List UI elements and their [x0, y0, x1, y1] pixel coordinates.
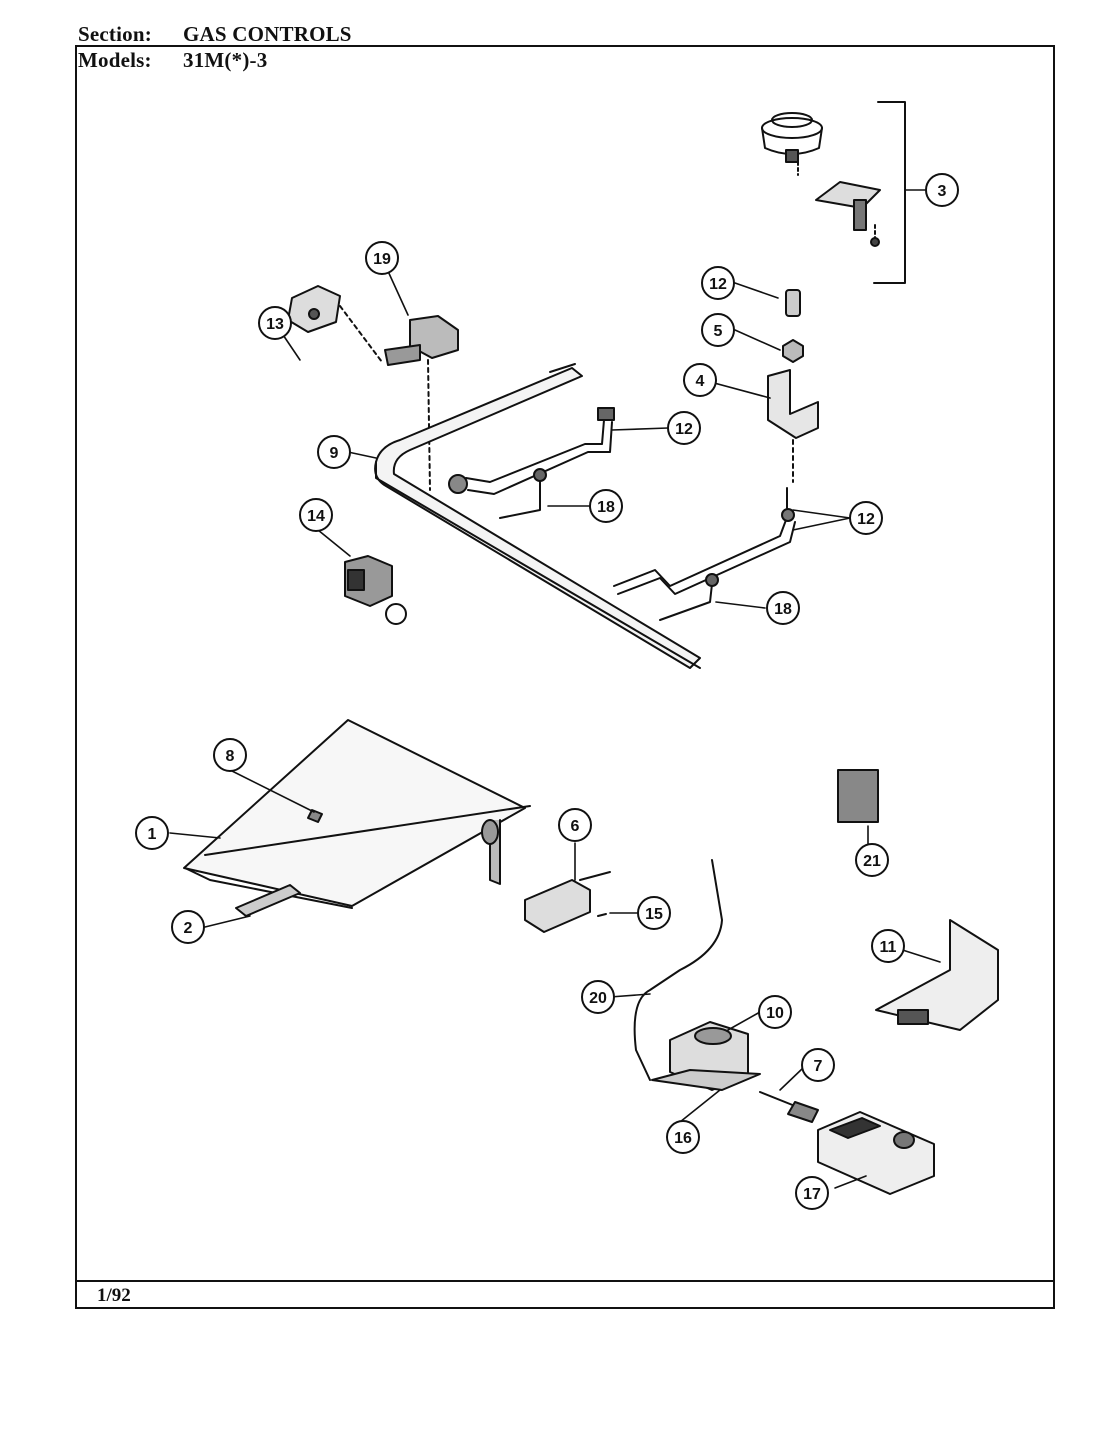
- callout-12: 12: [849, 501, 883, 535]
- callout-15: 15: [637, 896, 671, 930]
- callout-number: 5: [714, 323, 723, 340]
- callout-circle: [766, 591, 800, 625]
- callout-circle: [795, 1176, 829, 1210]
- callout-13: 13: [258, 306, 292, 340]
- spark-module: [524, 871, 611, 933]
- callout-20: 20: [581, 980, 615, 1014]
- orifice-bracket: [767, 289, 819, 483]
- callout-21: 21: [855, 843, 889, 877]
- callout-number: 2: [184, 920, 193, 937]
- callout-circle: [758, 995, 792, 1029]
- callout-circle: [258, 306, 292, 340]
- models-value: 31M(*)-3: [183, 48, 268, 72]
- callout-circle: [801, 1048, 835, 1082]
- callout-circle: [558, 808, 592, 842]
- callout-14: 14: [299, 498, 333, 532]
- regulator-assembly: [633, 859, 935, 1195]
- callout-number: 7: [814, 1058, 823, 1075]
- callout-2: 2: [171, 910, 205, 944]
- callout-12: 12: [701, 266, 735, 300]
- callout-circle: [701, 313, 735, 347]
- section-label: Section:: [78, 22, 152, 46]
- callout-number: 13: [266, 316, 284, 333]
- callout-circle: [637, 896, 671, 930]
- callout-circle: [213, 738, 247, 772]
- callout-circle: [299, 498, 333, 532]
- callout-10: 10: [758, 995, 792, 1029]
- callout-circle: [667, 411, 701, 445]
- callout-17: 17: [795, 1176, 829, 1210]
- callout-number: 17: [803, 1186, 821, 1203]
- callout-number: 12: [857, 511, 875, 528]
- callout-number: 18: [597, 499, 615, 516]
- callout-circle: [135, 816, 169, 850]
- footer-date: 1/92: [97, 1285, 131, 1306]
- relay-part-21: [837, 769, 879, 823]
- callout-number: 16: [674, 1130, 692, 1147]
- leader-lines: [169, 189, 941, 1189]
- models-label: Models:: [78, 48, 152, 72]
- callout-1: 1: [135, 816, 169, 850]
- footer-rule: [75, 1280, 1055, 1282]
- callout-16: 16: [666, 1120, 700, 1154]
- diagram-frame: [75, 45, 1055, 1309]
- callout-number: 14: [307, 508, 325, 525]
- callout-number: 15: [645, 906, 663, 923]
- gas-tubes: [448, 407, 796, 621]
- igniter-part-14: [344, 555, 407, 625]
- callout-circle: [871, 929, 905, 963]
- section-value: GAS CONTROLS: [183, 22, 352, 46]
- callout-number: 12: [709, 276, 727, 293]
- callout-number: 9: [330, 445, 339, 462]
- callout-19: 19: [365, 241, 399, 275]
- callout-circle: [683, 363, 717, 397]
- callout-11: 11: [871, 929, 905, 963]
- callout-3: 3: [925, 173, 959, 207]
- callout-18: 18: [766, 591, 800, 625]
- callout-number: 8: [226, 748, 235, 765]
- callout-circle: [666, 1120, 700, 1154]
- callout-6: 6: [558, 808, 592, 842]
- callout-7: 7: [801, 1048, 835, 1082]
- callout-number: 18: [774, 601, 792, 618]
- callout-circle: [701, 266, 735, 300]
- callout-8: 8: [213, 738, 247, 772]
- callout-number: 21: [863, 853, 881, 870]
- callout-circle: [581, 980, 615, 1014]
- callout-number: 3: [938, 183, 947, 200]
- callout-number: 4: [696, 373, 705, 390]
- callout-number: 10: [766, 1005, 784, 1022]
- callout-9: 9: [317, 435, 351, 469]
- callout-circle: [855, 843, 889, 877]
- callout-circle: [925, 173, 959, 207]
- callout-18: 18: [589, 489, 623, 523]
- callout-circle: [365, 241, 399, 275]
- mounting-bracket: [875, 919, 999, 1031]
- callout-number: 19: [373, 251, 391, 268]
- callout-circle: [317, 435, 351, 469]
- callout-5: 5: [701, 313, 735, 347]
- burner-plate: [183, 719, 531, 917]
- callout-number: 6: [571, 818, 580, 835]
- callout-circle: [589, 489, 623, 523]
- callout-number: 1: [148, 826, 157, 843]
- callout-12: 12: [667, 411, 701, 445]
- burner-tube: [374, 363, 701, 669]
- callout-number: 20: [589, 990, 607, 1007]
- burner-valve-assembly: [761, 101, 906, 284]
- callout-number: 12: [675, 421, 693, 438]
- callout-circle: [171, 910, 205, 944]
- callout-4: 4: [683, 363, 717, 397]
- callout-circle: [849, 501, 883, 535]
- callout-number: 11: [880, 939, 897, 956]
